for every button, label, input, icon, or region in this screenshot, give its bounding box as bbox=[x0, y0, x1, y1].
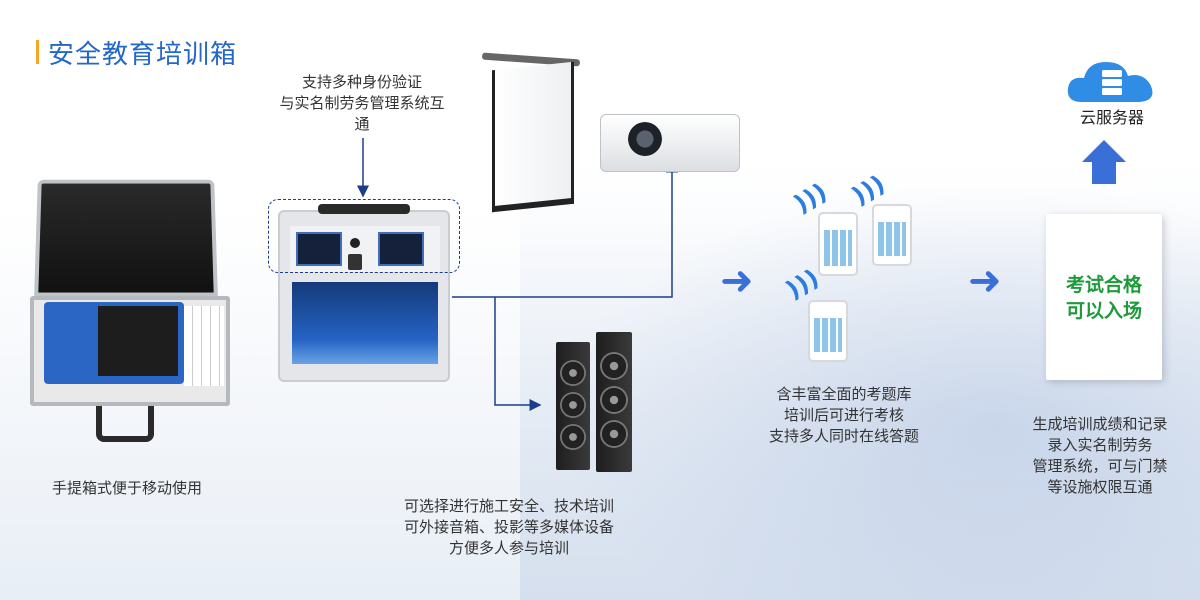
pass-certificate bbox=[1046, 214, 1162, 380]
caption-records-line-3: 管理系统，可与门禁 bbox=[1032, 457, 1168, 475]
card-swipe-panel bbox=[378, 232, 424, 266]
caption-records-line-4: 等设施权限互通 bbox=[1047, 478, 1153, 496]
flow-arrow-up-stem bbox=[1092, 162, 1116, 184]
arrow-to-speakers bbox=[494, 297, 542, 411]
caption-media-line-2: 可外接音箱、投影等多媒体设备 bbox=[403, 518, 614, 536]
speaker-woofer-icon bbox=[560, 392, 586, 418]
flow-arrow-right-icon: ➜ bbox=[968, 258, 1002, 304]
projector bbox=[600, 114, 740, 172]
caption-media-line-1: 可选择进行施工安全、技术培训 bbox=[403, 497, 614, 515]
caption-records-line-1: 生成培训成绩和记录 bbox=[1032, 415, 1168, 433]
speaker-woofer-icon bbox=[560, 424, 586, 450]
caption-identity-line-3: 通 bbox=[354, 115, 370, 133]
answer-terminal bbox=[872, 204, 912, 266]
certificate-line-2: 可以入场 bbox=[1065, 300, 1142, 322]
id-card-reader bbox=[296, 232, 342, 266]
caption-briefcase: 手提箱式便于移动使用 bbox=[51, 479, 202, 497]
certificate-line-1: 考试合格 bbox=[1065, 274, 1142, 296]
speaker-woofer-icon bbox=[560, 360, 586, 386]
projector-lens-icon bbox=[628, 122, 662, 156]
certificate-text: 考试合格 可以入场 bbox=[1046, 272, 1162, 324]
caption-identity-line-2: 与实名制劳务管理系统互 bbox=[279, 94, 445, 112]
flow-arrow-up-icon bbox=[1082, 140, 1126, 162]
briefcase-screen bbox=[98, 306, 178, 376]
caption-exam-line-1: 含丰富全面的考题库 bbox=[776, 385, 912, 403]
fingerprint-icon bbox=[348, 254, 362, 270]
identity-highlight-box bbox=[268, 199, 460, 273]
answer-terminal bbox=[818, 212, 858, 276]
caption-exam: 含丰富全面的考题库 培训后可进行考核 支持多人同时在线答题 bbox=[724, 384, 964, 447]
arrow-to-projector bbox=[452, 160, 678, 298]
answer-terminal bbox=[808, 300, 848, 362]
caption-media-line-3: 方便多人参与培训 bbox=[448, 539, 569, 557]
caption-records-line-2: 录入实名制劳务 bbox=[1047, 436, 1153, 454]
terminal-keypad bbox=[878, 222, 906, 256]
page-title: 安全教育培训箱 bbox=[48, 40, 238, 70]
briefcase-handle bbox=[96, 406, 154, 442]
device-handle bbox=[318, 204, 410, 214]
caption-identity: 支持多种身份验证 与实名制劳务管理系统互 通 bbox=[252, 72, 472, 135]
camera-icon bbox=[350, 238, 360, 248]
caption-media: 可选择进行施工安全、技术培训 可外接音箱、投影等多媒体设备 方便多人参与培训 bbox=[364, 496, 654, 559]
projector-screen bbox=[492, 61, 574, 213]
speaker-woofer-icon bbox=[600, 420, 628, 448]
title-accent-bar bbox=[36, 40, 39, 64]
cloud-server-icon bbox=[1067, 62, 1153, 102]
terminal-keypad bbox=[824, 230, 852, 266]
caption-identity-line-1: 支持多种身份验证 bbox=[301, 73, 422, 91]
flow-arrow-right-icon: ➜ bbox=[720, 258, 754, 304]
speaker-woofer-icon bbox=[600, 352, 628, 380]
speaker-woofer-icon bbox=[600, 386, 628, 414]
cloud-server-label: 云服务器 bbox=[1079, 108, 1144, 127]
terminal-keypad bbox=[814, 318, 842, 352]
caption-exam-line-2: 培训后可进行考核 bbox=[783, 406, 904, 424]
caption-exam-line-3: 支持多人同时在线答题 bbox=[768, 427, 919, 445]
device-touchscreen bbox=[292, 282, 438, 364]
caption-records: 生成培训成绩和记录 录入实名制劳务 管理系统，可与门禁 等设施权限互通 bbox=[1006, 414, 1194, 498]
briefcase-device-slots bbox=[184, 306, 224, 386]
